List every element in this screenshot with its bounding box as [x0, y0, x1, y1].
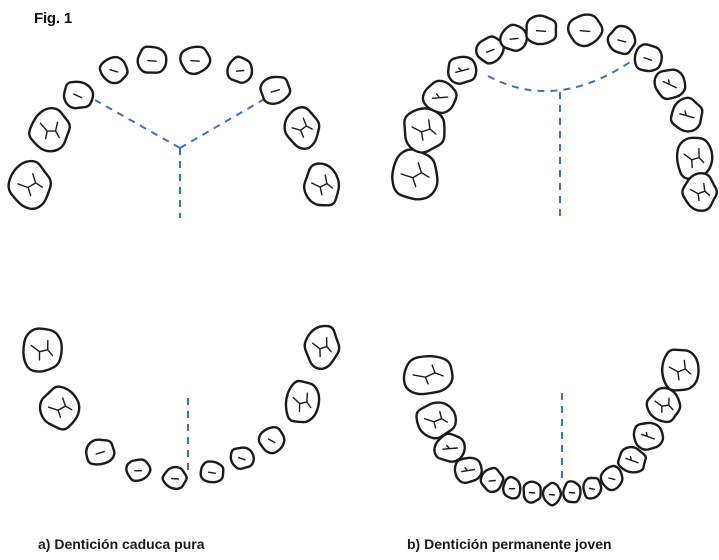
- tooth-premolar: [423, 81, 457, 113]
- tooth-premolar: [634, 423, 663, 450]
- tooth-premolar: [455, 458, 482, 483]
- tooth-incisor: [500, 25, 527, 51]
- tooth-premolar: [448, 57, 476, 84]
- tooth-molar: [23, 329, 61, 372]
- tooth-molar: [286, 381, 319, 422]
- tooth-incisor: [543, 483, 561, 505]
- tooth-premolar: [655, 70, 686, 99]
- dashed-guide-line: [488, 62, 630, 91]
- tooth-molar: [285, 107, 320, 149]
- tooth-incisor: [503, 477, 520, 498]
- dashed-guide-line: [95, 100, 180, 148]
- tooth-incisor: [231, 448, 254, 469]
- tooth-incisor: [180, 47, 210, 74]
- tooth-molar: [404, 356, 453, 394]
- tooth-molar: [304, 164, 339, 206]
- tooth-molar: [29, 108, 69, 151]
- tooth-canine: [260, 77, 290, 104]
- tooth-canine: [601, 466, 622, 490]
- tooth-canine: [259, 427, 284, 453]
- tooth-molar: [677, 138, 712, 179]
- tooth-incisor: [100, 57, 128, 83]
- tooth-incisor: [524, 482, 541, 503]
- tooth-incisor: [126, 460, 150, 481]
- tooth-molar: [404, 108, 444, 152]
- tooth-incisor: [227, 57, 252, 83]
- tooth-molar: [392, 149, 437, 199]
- tooth-molar: [305, 326, 339, 369]
- dashed-guide-line: [180, 97, 268, 148]
- tooth-incisor: [201, 461, 224, 482]
- tooth-incisor: [563, 481, 580, 502]
- tooth-molar: [40, 387, 79, 430]
- tooth-incisor: [526, 16, 556, 44]
- tooth-canine: [481, 468, 503, 492]
- caption-young-permanent-dentition: b) Dentición permanente joven: [407, 536, 612, 552]
- tooth-canine: [635, 44, 662, 71]
- tooth-incisor: [583, 478, 601, 498]
- tooth-premolar: [618, 447, 646, 472]
- guide-lines: [95, 62, 630, 480]
- tooth-incisor: [163, 467, 187, 489]
- teeth: [9, 15, 717, 506]
- tooth-canine: [86, 440, 114, 465]
- tooth-canine: [64, 82, 93, 108]
- caption-primary-dentition: a) Dentición caduca pura: [38, 536, 204, 552]
- tooth-incisor: [568, 15, 602, 47]
- tooth-incisor: [138, 47, 167, 73]
- tooth-incisor: [608, 26, 635, 54]
- tooth-molar: [9, 161, 51, 209]
- tooth-premolar: [671, 98, 702, 132]
- tooth-molar: [662, 350, 698, 391]
- tooth-molar: [647, 388, 680, 422]
